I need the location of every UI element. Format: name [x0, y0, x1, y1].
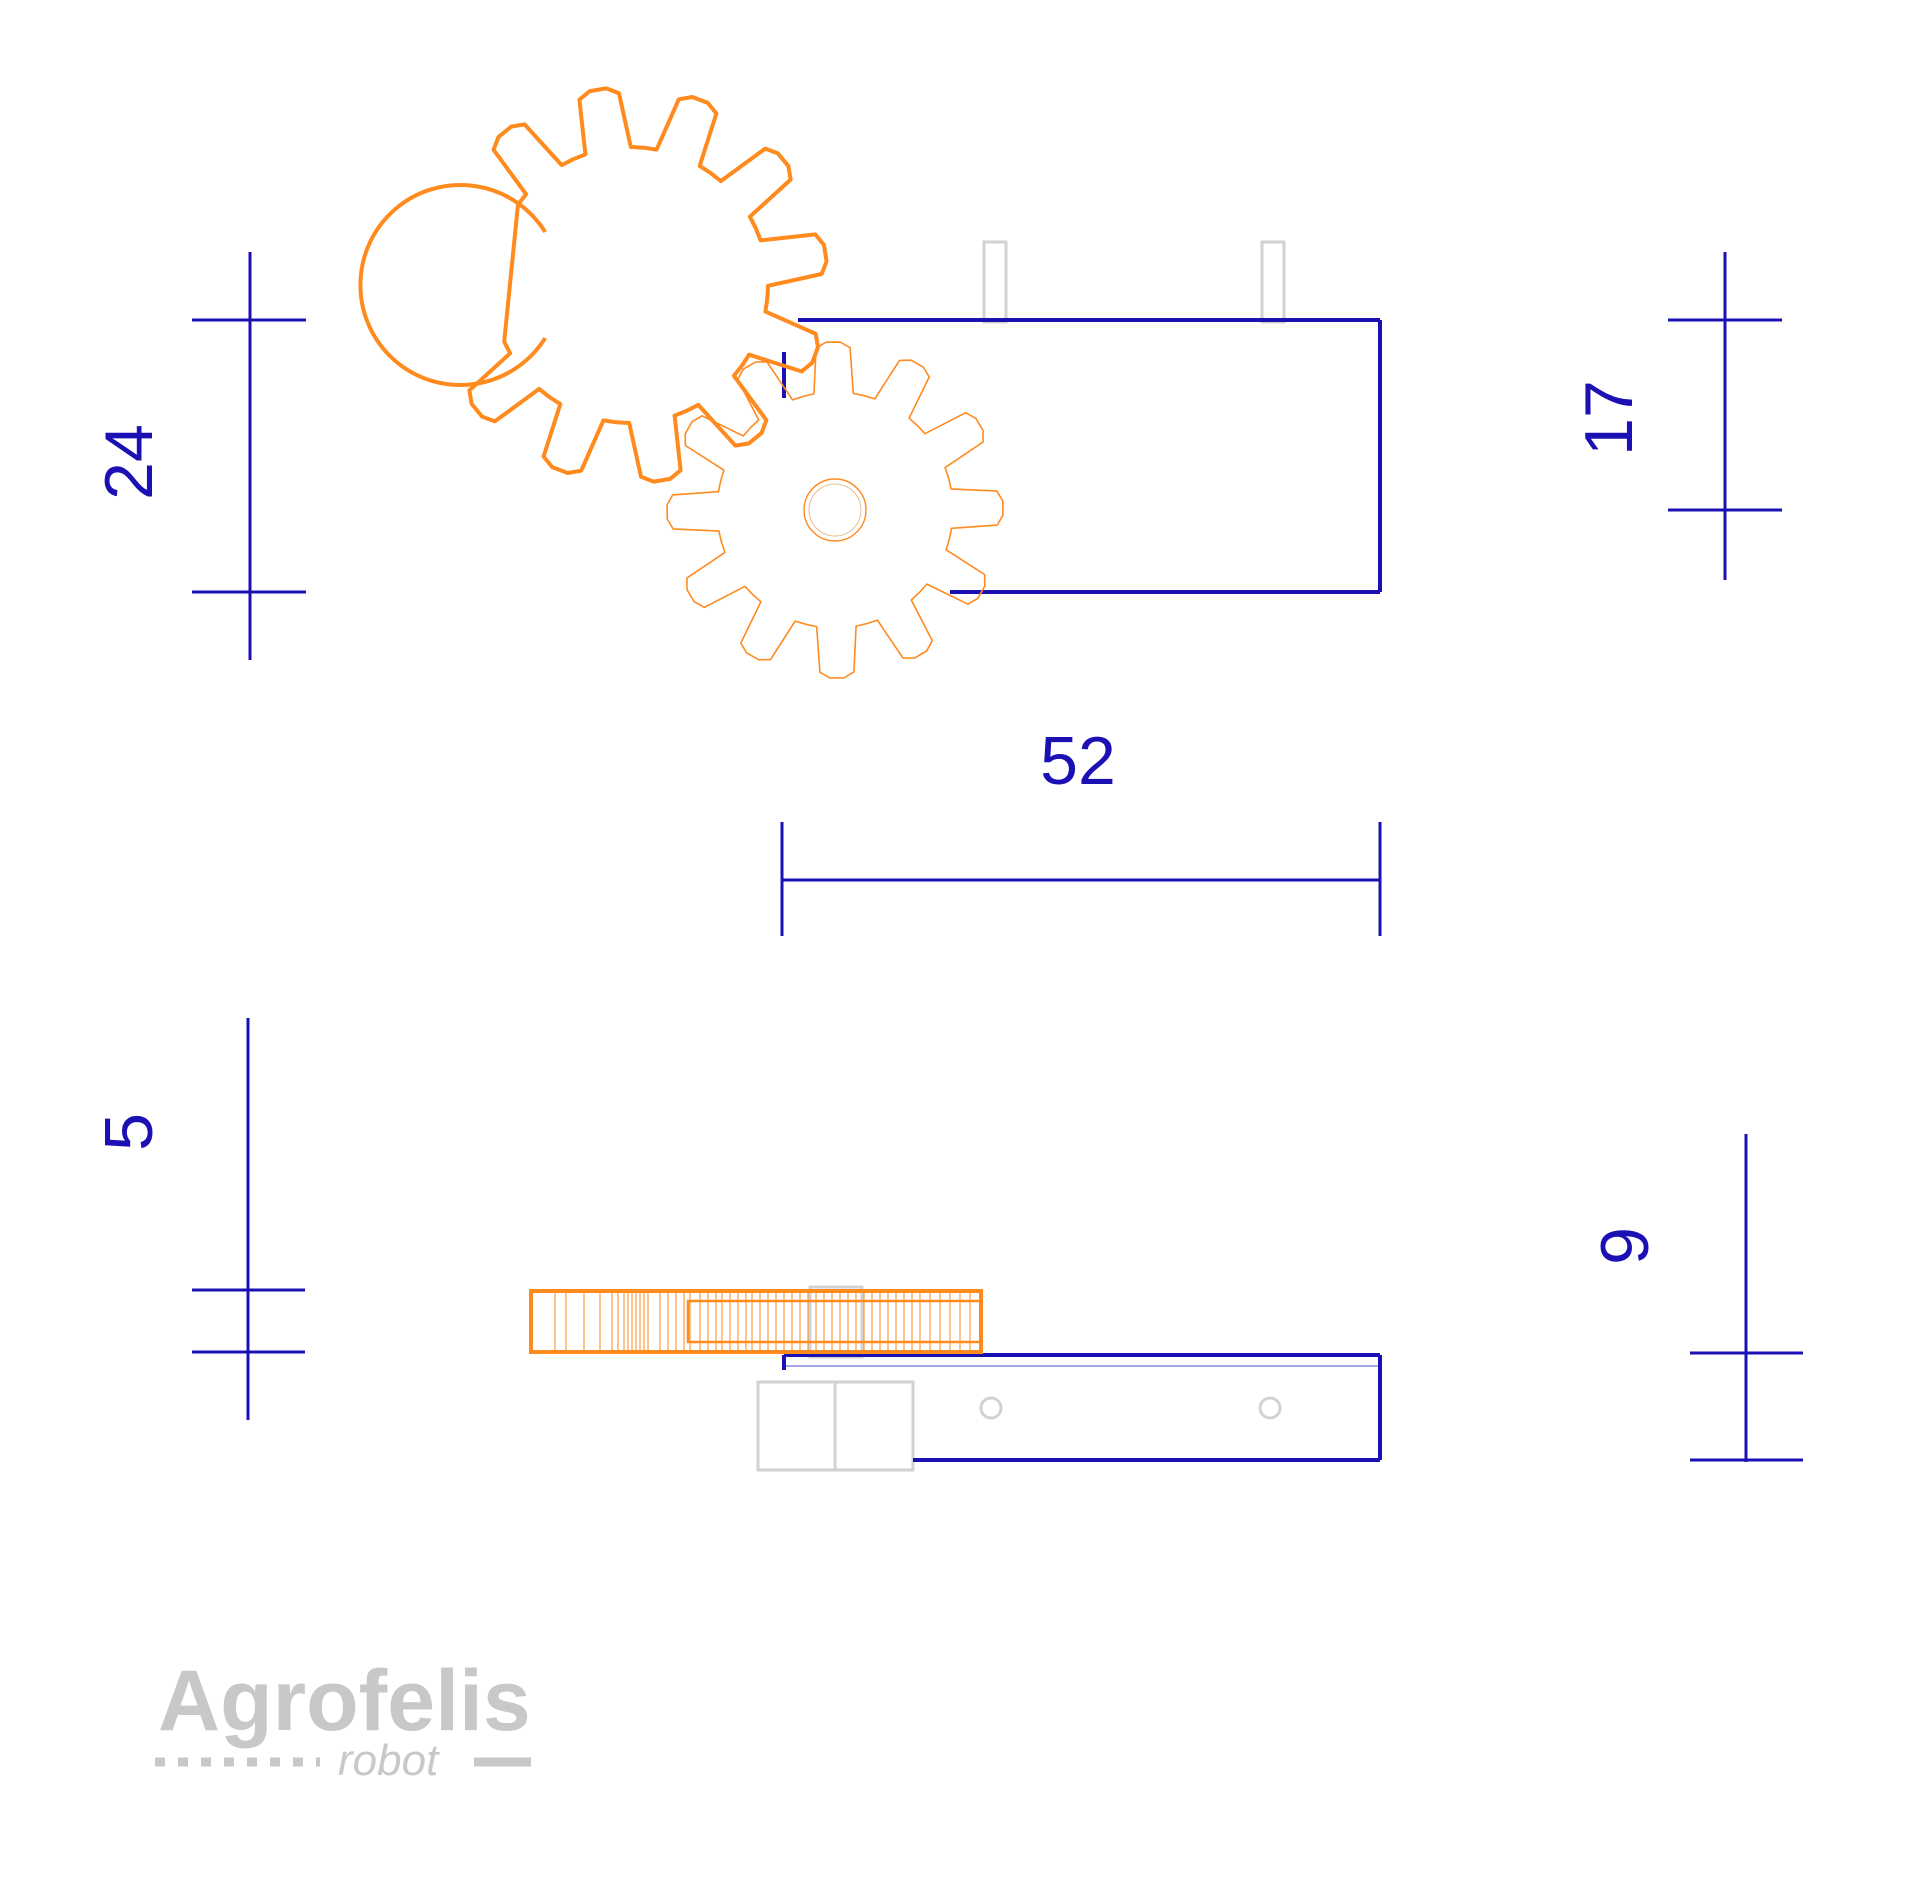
dimension-label-5: 5 — [91, 1113, 167, 1151]
dimension-width — [780, 822, 1382, 936]
small-gear-hub-inner — [808, 483, 862, 537]
dimension-label-52: 52 — [1040, 723, 1116, 799]
dimension-label-17: 17 — [1571, 380, 1647, 456]
dimension-left-top — [192, 252, 306, 660]
small-gear — [666, 341, 1004, 679]
dimension-label-24: 24 — [91, 424, 167, 500]
dimension-right-top — [1668, 252, 1782, 580]
side-bracket — [782, 1353, 1382, 1462]
small-gear-hub-outer — [803, 478, 867, 542]
logo-name: Agrofelis — [158, 1653, 531, 1749]
dimension-right-side — [1690, 1134, 1803, 1462]
large-gear — [358, 86, 829, 484]
top-bracket — [782, 318, 1382, 594]
side-view — [529, 1285, 1382, 1472]
logo-tagline: robot — [338, 1736, 440, 1785]
dimension-label-9: 9 — [1587, 1227, 1663, 1265]
top-pin-left — [982, 240, 1008, 324]
side-ghost-parts — [756, 1285, 1380, 1472]
top-view — [358, 86, 1382, 679]
top-pin-right — [1260, 240, 1286, 324]
dimension-left-side — [192, 1018, 305, 1420]
logo: Agrofelis robot — [155, 1653, 531, 1785]
side-gear-stack — [529, 1289, 983, 1354]
